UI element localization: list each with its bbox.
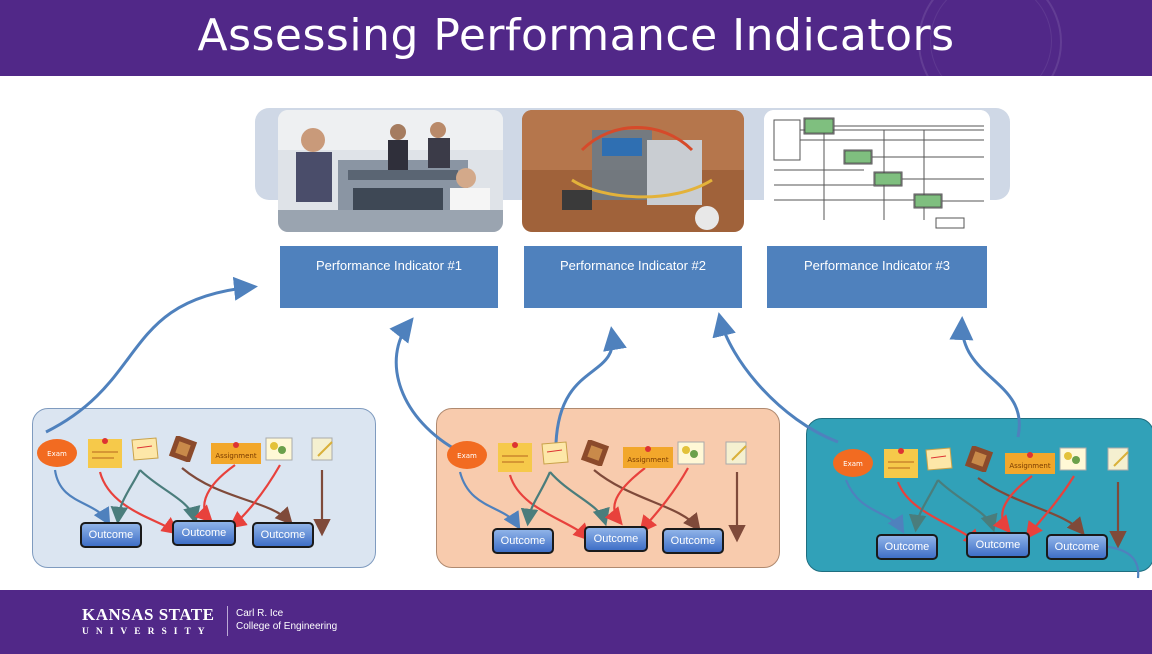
- block-diagram-image: [764, 110, 990, 232]
- quiz-icon: [676, 440, 706, 466]
- arrow-group3-assign-to-pi3: [949, 316, 1021, 438]
- university-logo-sub: UNIVERSITY: [82, 627, 212, 637]
- project-icon: [168, 434, 198, 464]
- svg-text:Assignment: Assignment: [627, 456, 668, 464]
- performance-indicator-2: Performance Indicator #2: [524, 246, 742, 308]
- report-icon: [722, 440, 752, 466]
- project-icon: [964, 444, 994, 474]
- quiz-icon: [1058, 446, 1088, 472]
- arrow-group2-exam-to-pi1: [389, 317, 461, 454]
- outcome-box: Outcome: [662, 528, 724, 554]
- performance-indicator-3: Performance Indicator #3: [767, 246, 987, 308]
- note-icon: [540, 440, 570, 466]
- arrow-group2-note-to-pi2: [554, 326, 627, 444]
- outcome-box: Outcome: [966, 532, 1030, 558]
- lab-students-photo: [278, 110, 503, 232]
- robot-photo: [522, 110, 744, 232]
- outcome-box: Outcome: [584, 526, 648, 552]
- svg-text:Assignment: Assignment: [1009, 462, 1050, 470]
- logo-divider: [227, 606, 228, 636]
- svg-text:Exam: Exam: [47, 450, 67, 458]
- quiz-icon: [264, 436, 294, 462]
- arrow-group3-exam-to-pi2: [712, 312, 839, 444]
- assignment-icon: Assignment: [210, 440, 262, 466]
- outcome-box: Outcome: [876, 534, 938, 560]
- assignment-icon: Assignment: [1004, 450, 1056, 476]
- svg-text:Assignment: Assignment: [215, 452, 256, 460]
- exam-icon: Exam: [832, 448, 874, 478]
- outcome-box: Outcome: [252, 522, 314, 548]
- assignment-icon: [496, 440, 534, 474]
- outcome-box: Outcome: [492, 528, 554, 554]
- report-icon: [1104, 446, 1134, 472]
- college-name: Carl R. Ice College of Engineering: [236, 607, 337, 633]
- title-bar: [0, 0, 1152, 114]
- outcome-box: Outcome: [80, 522, 142, 548]
- college-name-line2: College of Engineering: [236, 621, 338, 632]
- college-name-line1: Carl R. Ice: [236, 608, 284, 619]
- arrow-group1-to-pi1: [45, 276, 258, 434]
- note-icon: [130, 436, 160, 462]
- exam-icon: Exam: [36, 438, 78, 468]
- svg-text:Exam: Exam: [843, 460, 863, 468]
- assignment-icon: [882, 446, 920, 480]
- project-icon: [580, 438, 610, 468]
- report-icon: [308, 436, 338, 462]
- assignment-icon: Assignment: [622, 444, 674, 470]
- outcome-box: Outcome: [172, 520, 236, 546]
- svg-text:Exam: Exam: [457, 452, 477, 460]
- exam-icon: Exam: [446, 440, 488, 470]
- note-icon: [924, 446, 954, 472]
- footer-bar: [0, 590, 1152, 654]
- performance-indicator-1: Performance Indicator #1: [280, 246, 498, 308]
- assignment-icon: [86, 436, 124, 470]
- slide-title: Assessing Performance Indicators: [197, 10, 955, 61]
- outcome-box: Outcome: [1046, 534, 1108, 560]
- university-logo-name: Kansas State: [82, 605, 215, 624]
